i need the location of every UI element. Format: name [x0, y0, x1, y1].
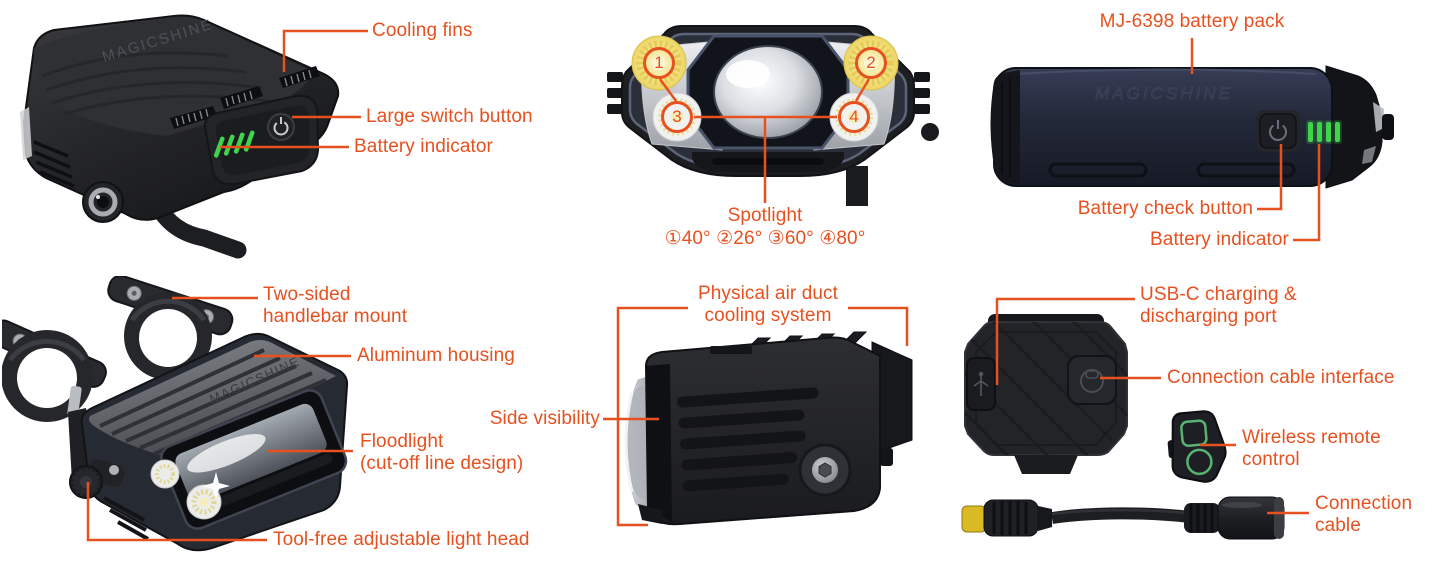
sideview-illustration [624, 331, 913, 526]
lens-highlight [726, 60, 770, 88]
bottom-tab [1014, 455, 1078, 474]
label-floodlight-line2: (cut-off line design) [360, 453, 524, 474]
cap-stub [1382, 114, 1394, 140]
cap-glint-2 [1362, 146, 1376, 164]
headlight-illustration: MAGICSHINE [20, 14, 340, 259]
label-side-visibility: Side visibility [489, 408, 600, 429]
label-floodlight-line1: Floodlight [360, 431, 444, 452]
label-cooling-fins: Cooling fins [372, 20, 473, 41]
label-cable-interface: Connection cable interface [1167, 367, 1395, 388]
battery-check-button[interactable] [1256, 110, 1300, 152]
label-remote-line2: control [1242, 449, 1300, 470]
side-tabs [607, 72, 939, 141]
side-heatsink [33, 140, 75, 188]
label-handlebar-mount: Two-sided handlebar mount [263, 284, 407, 328]
accessories-illustration [961, 314, 1285, 540]
label-cable-line2: cable [1315, 515, 1361, 536]
label-cooling-system: Physical air duct cooling system [668, 283, 868, 327]
label-cable-line1: Connection [1315, 493, 1413, 514]
battery-indicator-bars [213, 130, 255, 158]
handlebar-clamp-left [2, 319, 107, 422]
callout-4: 4 [838, 101, 870, 133]
label-battery-indicator-2: Battery indicator [1150, 229, 1289, 250]
label-battery-indicator-1: Battery indicator [354, 136, 493, 157]
handlebar-clamp-right [107, 276, 234, 380]
label-switch-button: Large switch button [366, 106, 533, 127]
body-highlight [1013, 68, 1317, 75]
sideview-body [644, 336, 881, 526]
cooling-grooves [677, 387, 819, 492]
remote-square-button[interactable] [1180, 419, 1208, 447]
yellow-connector-tip [961, 505, 987, 533]
label-battery-pack-title: MJ-6398 battery pack [1099, 11, 1285, 32]
brand-logo-text: MAGICSHINE [1095, 84, 1233, 103]
left-cap-ridges [1000, 78, 1012, 178]
cap-glint [1373, 102, 1384, 132]
usb-c-port[interactable] [966, 357, 996, 411]
callout-3: 3 [661, 101, 693, 133]
label-handlebar-mount-line2: handlebar mount [263, 306, 408, 327]
label-spotlight-specs: ①40° ②26° ③60° ④80° [664, 228, 866, 249]
battery-pack-illustration: MAGICSHINE [990, 65, 1394, 189]
label-floodlight: Floodlight (cut-off line design) [360, 431, 523, 475]
label-usb-port-line1: USB-C charging & [1140, 284, 1297, 305]
usb-icon [973, 376, 989, 396]
label-remote-line1: Wireless remote [1242, 427, 1381, 448]
connection-cable [961, 496, 1285, 540]
label-cooling-system-line2: cooling system [704, 305, 832, 326]
label-cooling-system-line1: Physical air duct [697, 283, 839, 304]
callout-1: 1 [643, 47, 675, 79]
label-aluminum-housing: Aluminum housing [357, 345, 515, 366]
left-end-cap [990, 70, 1020, 184]
front-strip [646, 364, 672, 522]
chin-slot [712, 158, 824, 165]
top-notch [710, 346, 752, 354]
battery-indicator-bars [1306, 120, 1342, 144]
label-remote: Wireless remote control [1242, 427, 1381, 471]
cable-boot [1184, 503, 1220, 533]
frontview-illustration [607, 25, 939, 206]
label-spotlight-title: Spotlight [727, 205, 803, 226]
remote-round-button[interactable] [1186, 448, 1213, 476]
edge-glint [20, 107, 32, 160]
label-adjustable-head: Tool-free adjustable light head [273, 529, 530, 550]
callout-2: 2 [855, 47, 887, 79]
battery-bottom-view [964, 314, 1128, 474]
mount-rod [67, 385, 82, 417]
pivot-bolt [798, 443, 852, 497]
label-usb-port: USB-C charging & discharging port [1140, 284, 1297, 328]
mount-stem [846, 166, 868, 206]
label-cable: Connection cable [1315, 493, 1412, 537]
power-icon [1269, 123, 1287, 141]
cable-interface-port[interactable] [1067, 355, 1117, 405]
wireless-remote[interactable] [1165, 410, 1228, 485]
label-check-button: Battery check button [1077, 198, 1253, 219]
rear-tab [880, 448, 893, 466]
power-button[interactable] [267, 113, 295, 141]
power-icon [273, 120, 289, 136]
label-usb-port-line2: discharging port [1140, 306, 1277, 327]
main-lens [713, 45, 823, 139]
connector-barrel [82, 181, 124, 223]
label-handlebar-mount-line1: Two-sided [263, 284, 351, 305]
